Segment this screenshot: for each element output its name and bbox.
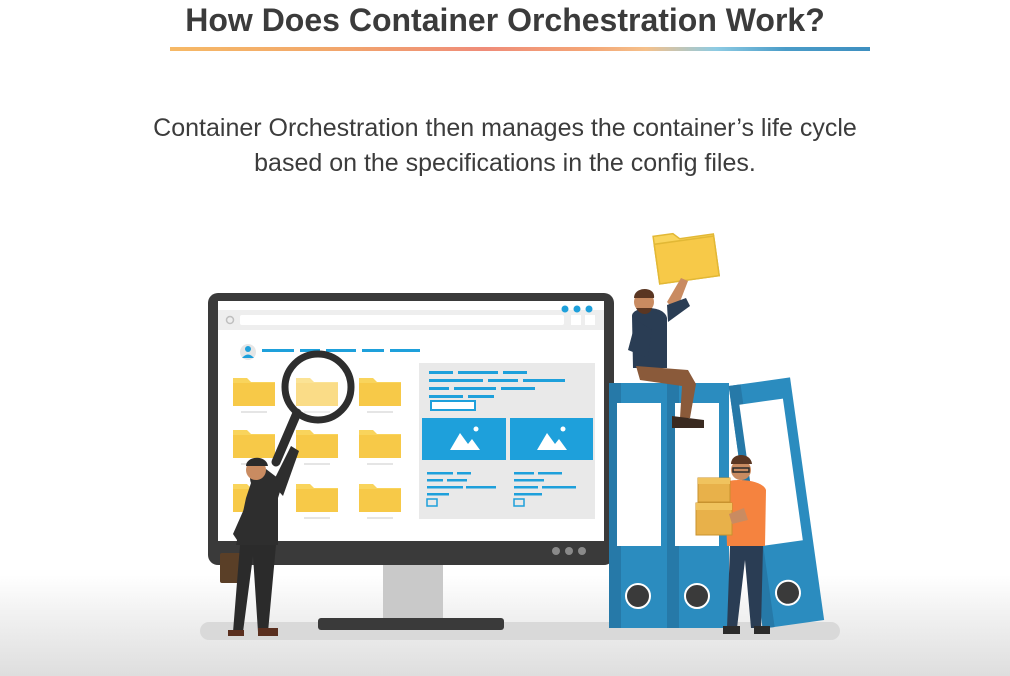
body-line-2: based on the specifications in the confi…: [254, 149, 756, 177]
address-bar: [240, 315, 564, 325]
box-carrier-person: [695, 455, 770, 634]
browser-button: [571, 315, 581, 325]
nav-line: [362, 349, 384, 352]
folder-icon: [233, 378, 275, 413]
binder-stack: [609, 377, 825, 629]
bezel-dot: [578, 547, 586, 555]
nav-line: [326, 349, 356, 352]
monitor: [208, 293, 614, 630]
magnifier-icon: [271, 350, 355, 467]
browser-button: [585, 315, 595, 325]
floor-shadow: [200, 622, 840, 640]
briefcase: [220, 553, 242, 583]
folder-icon: [296, 430, 338, 465]
box-icon: [697, 477, 731, 503]
folder-icon: [296, 378, 338, 413]
nav-line: [262, 349, 294, 352]
body-line-1: Container Orchestration then manages the…: [153, 114, 857, 142]
binder-icon: [609, 383, 671, 628]
sitting-person: [628, 278, 704, 428]
bezel-dot: [552, 547, 560, 555]
folder-icon: [296, 484, 338, 519]
content-panel: [419, 363, 595, 519]
folder-icon: [359, 378, 401, 413]
window-dot: [561, 305, 569, 313]
slide-body-text: Container Orchestration then manages the…: [0, 111, 1010, 181]
nav-line: [390, 349, 420, 352]
bezel-dot: [565, 547, 573, 555]
nav-line: [300, 349, 320, 352]
person-with-magnifier: [220, 446, 299, 636]
slide-title: How Does Container Orchestration Work?: [185, 2, 825, 38]
window-dot: [573, 305, 581, 313]
folder-icon: [233, 430, 275, 465]
image-placeholder-icon: [422, 418, 506, 460]
user-icon: [240, 344, 256, 360]
box-icon: [695, 502, 733, 536]
folder-icon: [652, 232, 721, 285]
window-dot: [585, 305, 593, 313]
title-underline: [170, 47, 870, 51]
folder-icon: [359, 430, 401, 465]
folder-icon: [359, 484, 401, 519]
monitor-stand-neck: [383, 560, 443, 622]
folder-grid: [233, 378, 401, 519]
search-icon: [225, 315, 235, 325]
image-placeholder-icon: [510, 418, 593, 460]
monitor-stand-base: [318, 618, 504, 630]
